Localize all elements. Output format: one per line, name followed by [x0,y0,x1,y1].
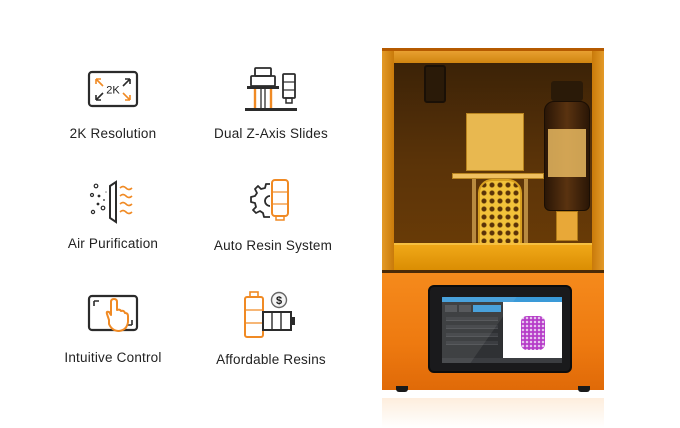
resin-feeder [556,211,578,241]
slide-rail-right [524,179,528,257]
touchscreen-hand-icon [38,294,188,354]
resin-bottle-cap [551,81,583,101]
printer-foot-right [578,386,590,392]
screen-tab-active [473,305,501,312]
printer-reflection [382,398,604,428]
vase-model-preview [521,316,545,350]
expand-screen-icon: 2K [38,70,188,130]
screen-tab [459,305,471,312]
screen-statusbar [442,358,562,363]
resin-bottle-label [548,129,586,177]
hood-edge-right [592,51,604,273]
printer-image [382,48,604,400]
printer-foot-left [396,386,408,392]
build-plate [452,173,544,179]
touchscreen-bezel [428,285,572,373]
screen-preview-panel [503,302,562,358]
slide-rail-left [472,179,476,257]
screen-row [446,325,498,329]
feature-label: Dual Z-Axis Slides [214,126,328,141]
resin-bottle-dollar-icon: $ [196,290,346,350]
screen-titlebar [442,297,562,302]
air-filter-icon [38,180,188,240]
feature-label: Intuitive Control [64,350,162,365]
feature-label: Air Purification [67,236,159,251]
svg-text:2K: 2K [106,85,120,97]
hood-top-edge [382,51,604,63]
build-chamber [394,61,592,261]
screen-row [446,317,498,321]
svg-text:$: $ [276,295,282,307]
screen-tab [445,305,457,312]
feature-label: Affordable Resins [216,352,326,367]
resin-vat [394,243,592,273]
build-head [466,113,524,171]
gear-resin-icon [198,178,348,238]
screen-row [446,333,498,337]
printer-hood [382,48,604,273]
feature-label: 2K Resolution [69,126,157,141]
tank-clip-left [424,65,446,103]
hood-edge-left [382,51,394,273]
printer-base [382,270,604,390]
feature-label: Auto Resin System [213,238,333,253]
screen-row [446,341,498,345]
z-axis-slides-icon [196,66,346,126]
screen-settings-panel [442,302,502,358]
touchscreen-display [442,297,562,363]
